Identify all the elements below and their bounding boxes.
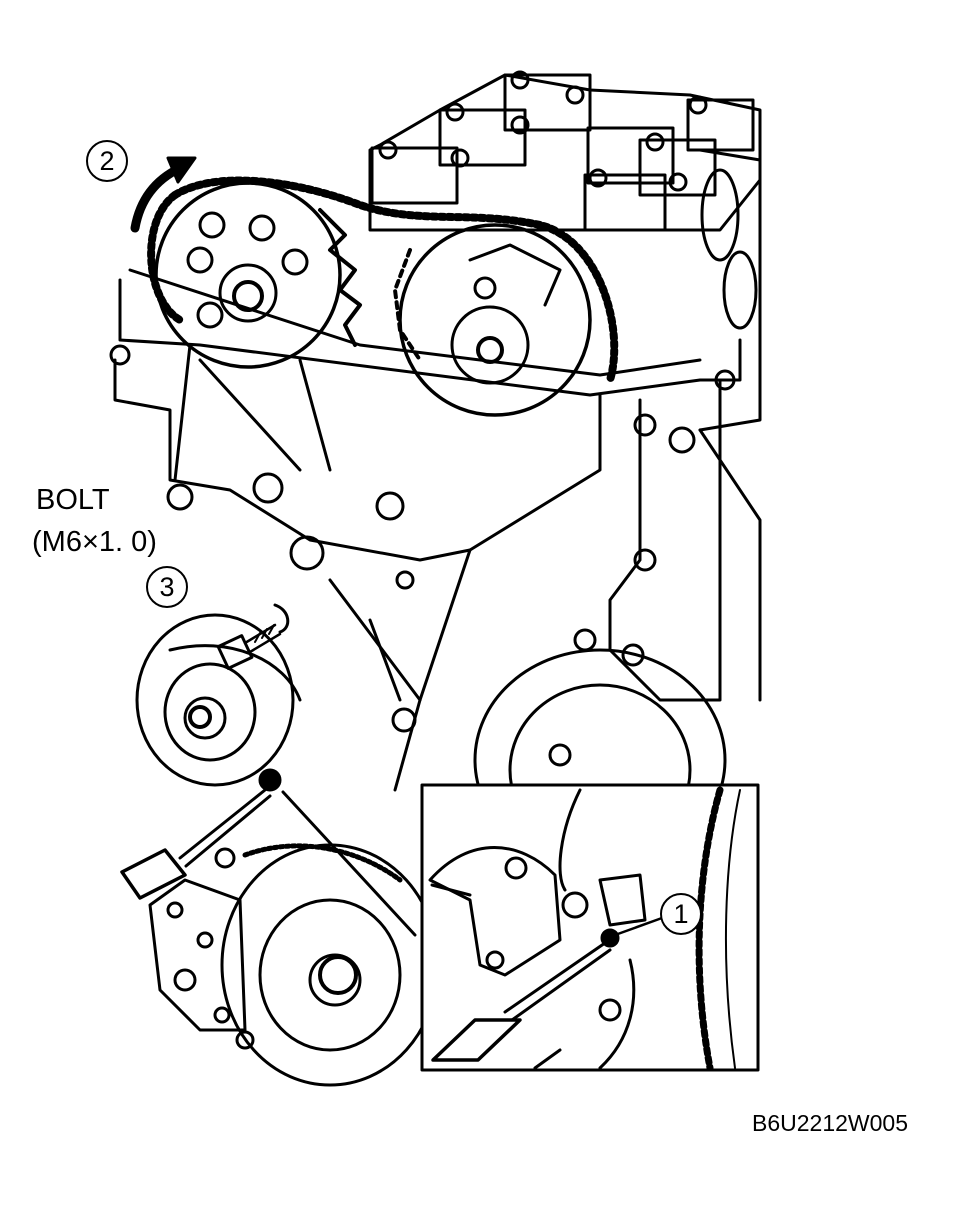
bolt-m6	[216, 603, 290, 670]
crankshaft-pulley	[220, 843, 440, 1087]
callout-2: 2	[86, 140, 128, 182]
timing-cover	[109, 268, 762, 792]
cylinder-head	[368, 70, 762, 432]
callout-1: 1	[660, 893, 702, 935]
rotation-direction-arrow	[130, 156, 197, 233]
inset-detail	[420, 783, 760, 1072]
callout-3: 3	[146, 566, 188, 608]
lower-bracket	[148, 847, 255, 1050]
figure-id: B6U2212W005	[752, 1110, 908, 1136]
bolt-spec-label: (M6×1. 0)	[32, 526, 157, 558]
timing-chain	[147, 176, 619, 384]
inset-leader-line	[281, 790, 417, 937]
bolt-label: BOLT	[36, 484, 110, 516]
screwdriver	[120, 768, 282, 900]
idler-pulley	[135, 613, 302, 787]
camshaft-sprockets	[154, 181, 592, 417]
